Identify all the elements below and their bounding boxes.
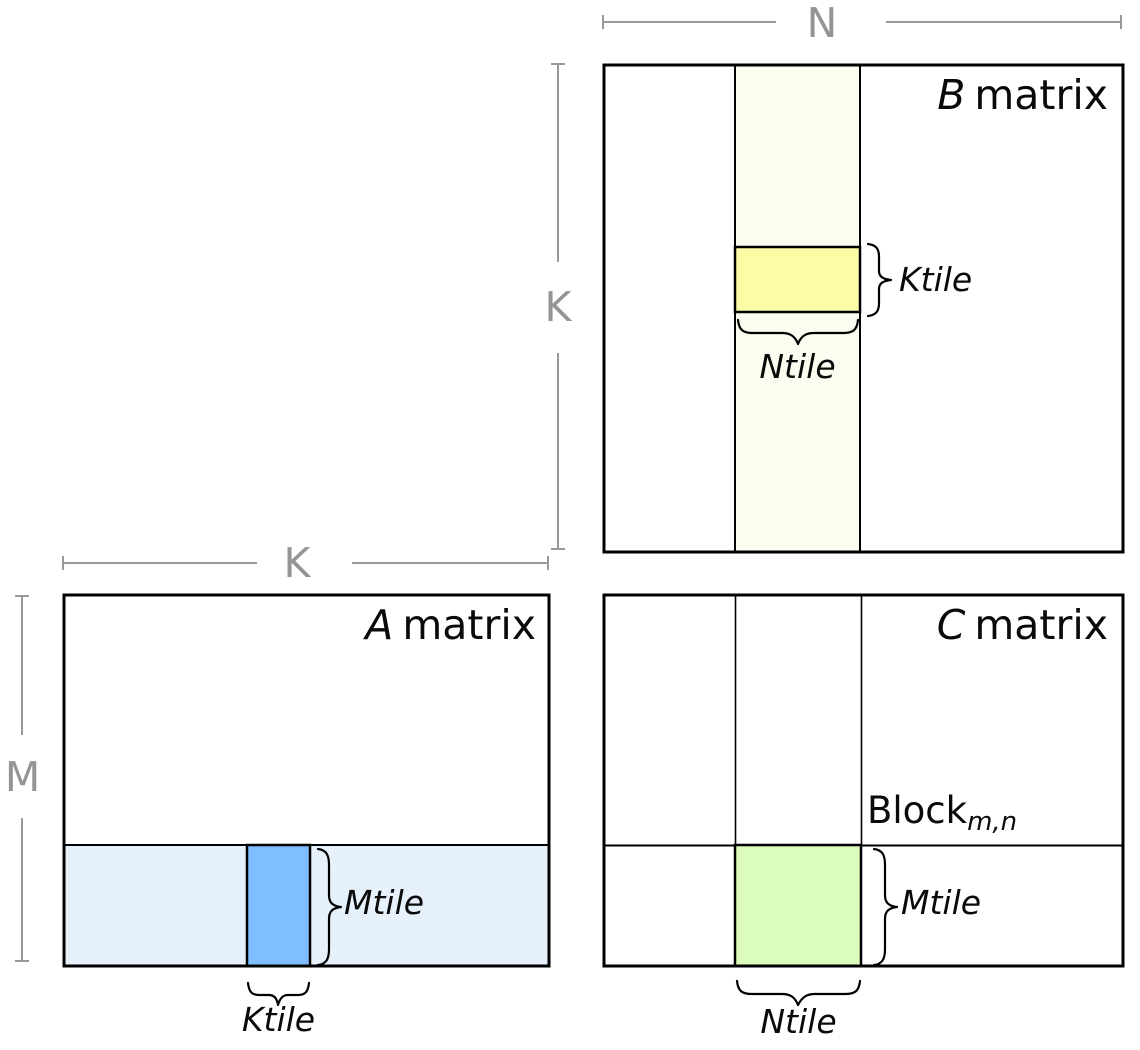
c-mtile-label: Mtile [901, 883, 982, 922]
m-dim-label: M [4, 753, 41, 801]
block-subscript: m,n [967, 807, 1018, 837]
a-mtile-brace-icon [316, 847, 343, 967]
c-matrix-letter: C [936, 601, 966, 649]
braces [246, 242, 899, 1007]
b-ktile-label: Ktile [899, 260, 973, 299]
a-matrix-outline [62, 593, 551, 968]
b-ktile-brace-icon [866, 242, 893, 318]
a-matrix-word: matrix [402, 601, 536, 649]
k-dim-label-a: K [283, 539, 311, 587]
dimension-lines [15, 15, 1122, 962]
b-ktile-rect [733, 245, 862, 314]
a-ktile-underbrace-icon [246, 981, 311, 1007]
a-mtile-rect [245, 843, 312, 968]
block-mn-label: Blockm,n [867, 789, 1018, 837]
a-matrix-letter: A [365, 601, 394, 649]
n-dim-label: N [806, 0, 838, 47]
b-matrix-outline [602, 63, 1125, 554]
c-ntile-label: Ntile [760, 1002, 837, 1041]
b-ntile-label: Ntile [759, 347, 836, 386]
b-matrix-word: matrix [974, 71, 1108, 119]
block-word: Block [867, 789, 968, 832]
b-ntile-underbrace-icon [736, 318, 860, 346]
c-matrix-word: matrix [974, 601, 1108, 649]
a-ktile-label: Ktile [241, 1000, 316, 1039]
c-mtile-brace-icon [872, 847, 899, 967]
c-block-tile-rect [733, 843, 863, 968]
a-mtile-label: Mtile [344, 883, 425, 922]
k-dim-label-b: K [544, 283, 572, 331]
c-ntile-underbrace-icon [735, 979, 862, 1007]
c-matrix-outline [602, 593, 1125, 968]
b-matrix-letter: B [937, 71, 966, 119]
